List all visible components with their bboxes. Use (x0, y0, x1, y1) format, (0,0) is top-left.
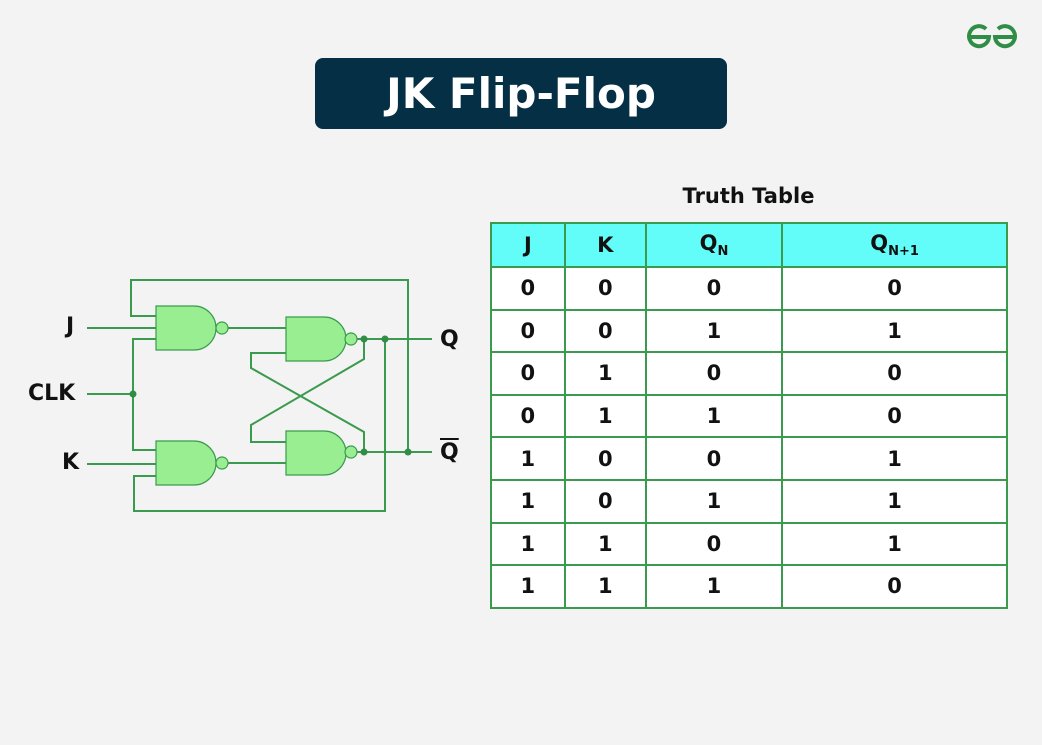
table-cell: 1 (644, 308, 784, 354)
table-cell: 1 (644, 564, 784, 609)
header-qn1: QN+1 (781, 222, 1008, 268)
table-cell: 1 (644, 478, 784, 524)
table-cell: 1 (781, 478, 1008, 524)
table-cell: 1 (490, 521, 566, 567)
table-cell: 0 (781, 564, 1008, 609)
geeksforgeeks-logo-icon (967, 24, 1017, 49)
input-label-clk: CLK (28, 381, 76, 406)
table-cell: 0 (781, 351, 1008, 396)
table-cell: 0 (644, 521, 784, 567)
input-label-j: J (66, 314, 75, 339)
table-cell: 1 (644, 393, 784, 439)
nand-gate-3 (155, 440, 217, 486)
table-cell: 1 (781, 308, 1008, 354)
table-cell: 0 (490, 308, 566, 354)
input-label-k: K (62, 450, 80, 475)
table-cell: 1 (781, 436, 1008, 481)
q-feedback-wire (133, 339, 386, 512)
output-label-q-bar: Q (440, 440, 459, 465)
qbar-feedback-wire (130, 279, 409, 452)
table-cell: 1 (563, 393, 647, 439)
table-cell: 0 (490, 393, 566, 439)
nand-gate-2 (285, 316, 347, 362)
table-cell: 0 (644, 351, 784, 396)
table-cell: 0 (644, 436, 784, 481)
table-cell: 1 (490, 478, 566, 524)
nand-gate-4 (285, 430, 347, 476)
table-cell: 1 (563, 351, 647, 396)
table-cell: 0 (490, 351, 566, 396)
table-cell: 0 (563, 266, 647, 311)
table-cell: 0 (490, 266, 566, 311)
table-cell: 1 (563, 564, 647, 609)
table-cell: 0 (644, 266, 784, 311)
table-cell: 0 (563, 478, 647, 524)
table-cell: 1 (490, 436, 566, 481)
output-label-q: Q (440, 327, 459, 352)
table-cell: 0 (781, 393, 1008, 439)
page-title: JK Flip-Flop (315, 58, 727, 129)
header-j: J (490, 222, 566, 268)
table-header-row: J K QN QN+1 (490, 222, 1008, 268)
table-cell: 1 (563, 521, 647, 567)
table-cell: 0 (563, 308, 647, 354)
table-cell: 0 (563, 436, 647, 481)
truth-table-title: Truth Table (682, 184, 815, 208)
header-k: K (563, 222, 647, 268)
table-cell: 0 (781, 266, 1008, 311)
table-cell: 1 (490, 564, 566, 609)
nand-gate-1 (155, 305, 217, 351)
header-qn: QN (644, 222, 784, 268)
table-cell: 1 (781, 521, 1008, 567)
jk-flip-flop-circuit (87, 279, 432, 512)
